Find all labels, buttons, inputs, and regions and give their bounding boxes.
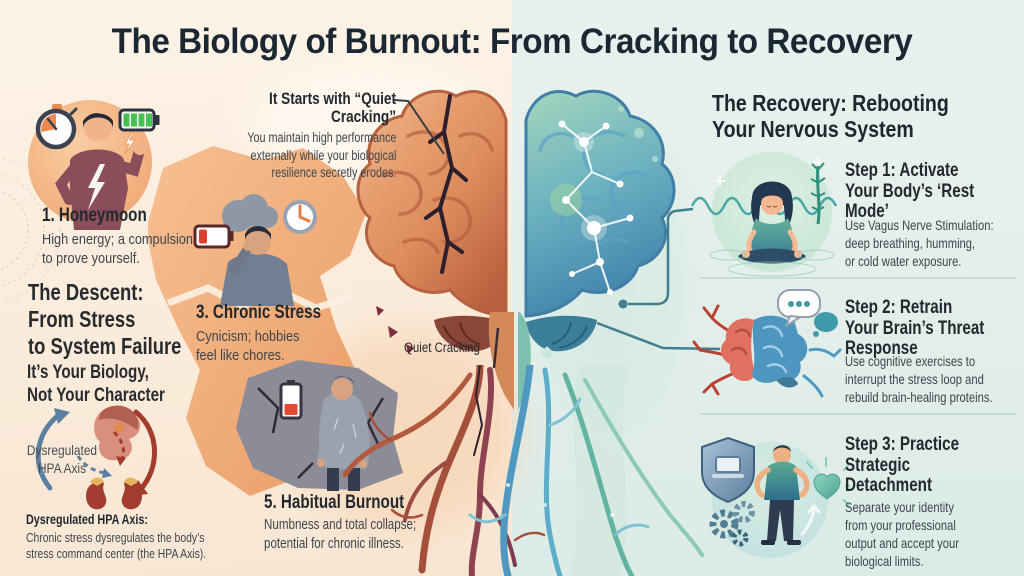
small-lightning-icon	[124, 131, 136, 155]
step-1-heading: Step 1: Activate Your Body’s ‘Rest Mode’	[845, 160, 975, 223]
quiet-cracking-callout: It Starts with “Quiet Cracking” You main…	[156, 89, 396, 182]
meditating-person-icon	[690, 152, 838, 277]
standing-person	[754, 445, 810, 545]
chronic-stress-person	[220, 226, 294, 306]
dotted-arcs-decoration	[0, 156, 61, 304]
split-brain-illustration	[356, 89, 676, 410]
stage-1-heading: 1. Honeymoon	[42, 205, 147, 226]
step-1-body: Use Vagus Nerve Stimulation: deep breath…	[845, 217, 994, 269]
hpa-diagram-label: Dysregulated HPA Axis	[26, 442, 98, 476]
stage-5-heading: 5. Habitual Burnout	[264, 492, 405, 513]
glowing-heart-icon	[806, 457, 850, 507]
recovery-heading: The Recovery: Rebooting Your Nervous Sys…	[712, 90, 949, 142]
gears-icon	[709, 501, 755, 547]
stage-3-heading: 3. Chronic Stress	[196, 302, 322, 323]
roots-illustration	[342, 365, 704, 576]
honeymoon-person	[55, 113, 147, 230]
burnout-roots	[342, 365, 546, 576]
storm-cloud-icon	[219, 194, 278, 246]
ribbon-decoration	[570, 365, 630, 576]
dual-brain	[721, 315, 808, 388]
full-battery-icon	[118, 108, 160, 132]
callout-heading: It Starts with “Quiet Cracking”	[269, 89, 396, 127]
stopwatch-icon	[35, 104, 78, 150]
honeymoon-illustration	[28, 100, 160, 230]
biology-subheading: It’s Your Biology, Not Your Character	[27, 362, 165, 406]
page-title: The Biology of Burnout: From Cracking to…	[111, 22, 913, 61]
dual-brain-neurons-icon	[692, 289, 842, 398]
step-3-heading: Step 3: Practice Strategic Detachment	[845, 434, 960, 497]
step-2-heading: Step 2: Retrain Your Brain’s Threat Resp…	[845, 297, 985, 360]
dot-decoration	[652, 156, 658, 162]
step-3-body: Separate your identity from your profess…	[845, 499, 959, 569]
crack-shards	[376, 306, 414, 354]
recovery-roots	[468, 365, 704, 576]
burnout-person	[317, 376, 370, 491]
step-2-body: Use cognitive exercises to interrupt the…	[845, 353, 993, 405]
meditating-woman	[738, 181, 806, 264]
shield-person-heart-icon	[701, 436, 850, 558]
shield-laptop-icon	[701, 436, 755, 504]
hpa-cycle-diagram	[35, 405, 157, 510]
clock-icon	[283, 200, 317, 234]
water-ripples	[709, 249, 835, 277]
pituitary-gland	[94, 405, 141, 461]
vagus-nerve-stalk	[810, 162, 826, 225]
descent-heading: The Descent: From Stress to System Failu…	[28, 279, 182, 360]
stage-3-body: Cynicism; hobbies feel like chores.	[196, 328, 300, 365]
step-divider	[700, 277, 1016, 279]
sparkles	[715, 158, 822, 186]
glowing-brain-half	[518, 89, 676, 410]
empty-battery-icon	[279, 380, 303, 420]
speech-bubbles-icon	[777, 289, 838, 337]
lightning-bolt-icon	[88, 164, 105, 210]
step-divider	[700, 413, 1016, 415]
brain-label: Quiet Cracking	[404, 340, 480, 355]
hpa-caption-title: Dysregulated HPA Axis:	[26, 512, 149, 527]
dot-decoration	[618, 106, 624, 112]
dot-decoration	[634, 128, 644, 138]
stage-5-body: Numbness and total collapse; potential f…	[264, 517, 417, 552]
hpa-caption: Dysregulated HPA Axis: Chronic stress dy…	[26, 512, 286, 563]
hpa-caption-body: Chronic stress dysregulates the body’s s…	[26, 529, 207, 562]
callout-connector-line	[393, 99, 445, 155]
upward-arrow-decoration	[800, 504, 821, 536]
cycle-arrows	[35, 408, 157, 496]
cracked-brain-half	[356, 89, 514, 410]
stage-1-body: High energy; a compulsion to prove yours…	[42, 231, 193, 268]
low-battery-icon	[193, 224, 234, 249]
callout-body: You maintain high performance externally…	[246, 130, 396, 180]
